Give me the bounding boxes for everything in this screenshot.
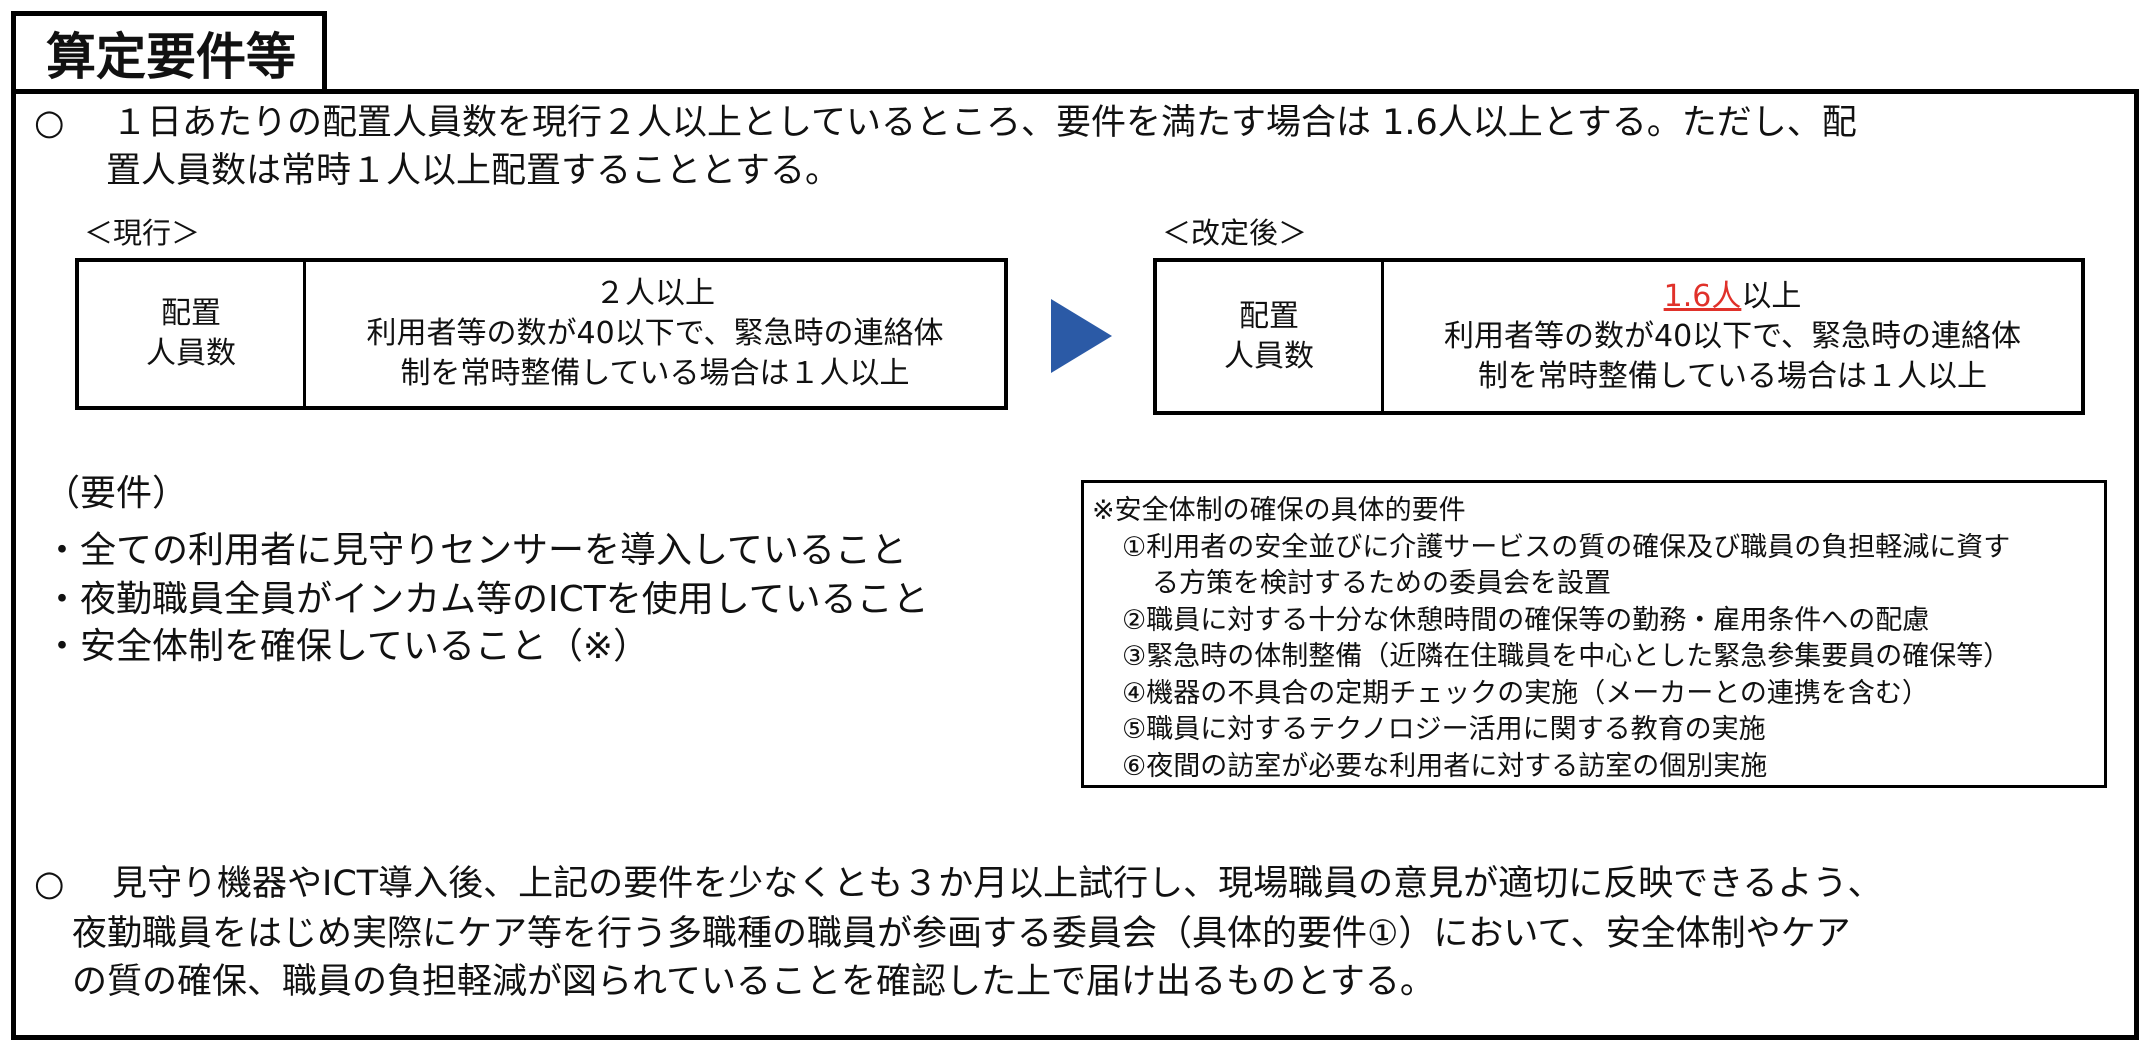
- closing-bullet: ○: [34, 864, 65, 904]
- closing-line-2: 夜勤職員をはじめ実際にケア等を行う多職種の職員が参画する委員会（具体的要件①）に…: [72, 914, 1851, 954]
- header-line: 配置: [1239, 298, 1299, 334]
- requirements-heading: （要件）: [44, 473, 189, 514]
- header-line: 人員数: [1224, 338, 1314, 374]
- current-value-cell: ２人以上 利用者等の数が40以下で、緊急時の連絡体 制を常時整備している場合は１…: [303, 258, 1008, 410]
- safety-item: ③緊急時の体制整備（近隣在住職員を中心とした緊急参集要員の確保等）: [1122, 641, 2011, 672]
- value-line: 利用者等の数が40以下で、緊急時の連絡体: [366, 316, 944, 351]
- intro-bullet: ○: [34, 103, 65, 143]
- highlight-value: 1.6人: [1663, 278, 1742, 314]
- revised-table: 配置 人員数 1.6人以上 利用者等の数が40以下で、緊急時の連絡体 制を常時整…: [1153, 258, 2085, 415]
- section-title-text: 算定要件等: [46, 27, 296, 86]
- safety-item: ⑤職員に対するテクノロジー活用に関する教育の実施: [1122, 714, 1766, 745]
- safety-item: ④機器の不具合の定期チェックの実施（メーカーとの連携を含む）: [1122, 677, 1929, 709]
- intro-line-2: 置人員数は常時１人以上配置することとする。: [106, 151, 840, 191]
- value-line: 1.6人以上: [1385, 277, 2080, 317]
- header-line: 人員数: [146, 336, 236, 371]
- closing-line-1: 見守り機器やICT導入後、上記の要件を少なくとも３か月以上試行し、現場職員の意見…: [112, 864, 1883, 904]
- revised-value-cell: 1.6人以上 利用者等の数が40以下で、緊急時の連絡体 制を常時整備している場合…: [1381, 258, 2085, 415]
- safety-item: ②職員に対する十分な休憩時間の確保等の勤務・雇用条件への配慮: [1122, 604, 1930, 636]
- value-line: 制を常時整備している場合は１人以上: [1477, 358, 1988, 394]
- requirement-item: ・安全体制を確保していること（※）: [44, 626, 650, 667]
- revised-header-cell: 配置 人員数: [1153, 258, 1384, 415]
- value-line: 利用者等の数が40以下で、緊急時の連絡体: [1444, 318, 2021, 354]
- requirement-item: ・夜勤職員全員がインカム等のICTを使用していること: [44, 579, 929, 620]
- value-line: 制を常時整備している場合は１人以上: [400, 356, 910, 391]
- intro-line-1: １日あたりの配置人員数を現行２人以上としているところ、要件を満たす場合は 1.6…: [112, 103, 1857, 143]
- value-line: ２人以上: [595, 276, 715, 311]
- content-frame: [11, 89, 2139, 1040]
- safety-item: ⑥夜間の訪室が必要な利用者に対する訪室の個別実施: [1122, 750, 1768, 782]
- revised-label: ＜改定後＞: [1162, 216, 1308, 250]
- safety-item: ①利用者の安全並びに介護サービスの質の確保及び職員の負担軽減に資す: [1122, 531, 2011, 563]
- requirement-item: ・全ての利用者に見守りセンサーを導入していること: [44, 530, 907, 571]
- value-rest: 以上: [1741, 278, 1802, 314]
- current-label: ＜現行＞: [84, 216, 201, 250]
- header-line: 配置: [161, 296, 221, 331]
- safety-requirements-box: ※安全体制の確保の具体的要件 ①利用者の安全並びに介護サービスの質の確保及び職員…: [1081, 480, 2107, 788]
- current-table: 配置 人員数 ２人以上 利用者等の数が40以下で、緊急時の連絡体 制を常時整備し…: [75, 258, 1008, 410]
- safety-heading: ※安全体制の確保の具体的要件: [1092, 495, 1466, 526]
- section-title: 算定要件等: [11, 11, 327, 89]
- safety-item-continuation: る方策を検討するための委員会を設置: [1152, 568, 1611, 599]
- current-header-cell: 配置 人員数: [75, 258, 306, 410]
- closing-line-3: の質の確保、職員の負担軽減が図られていることを確認した上で届け出るものとする。: [72, 962, 1435, 1002]
- arrow-right-icon: [1051, 299, 1112, 373]
